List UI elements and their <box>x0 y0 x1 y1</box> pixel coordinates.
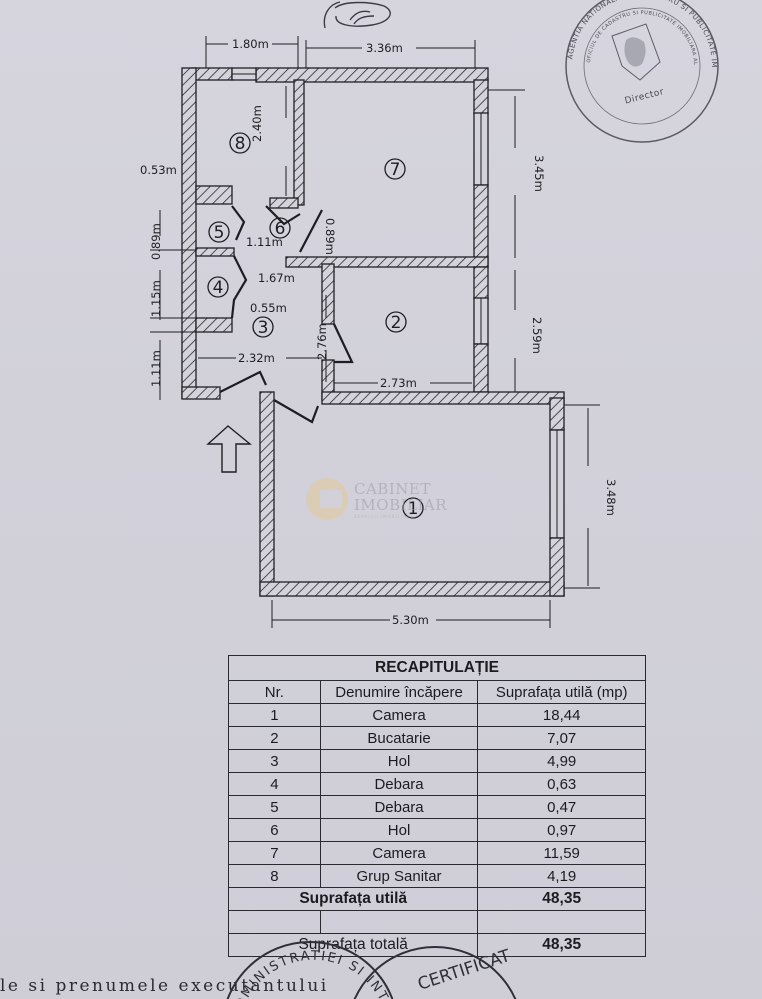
cell-name: Hol <box>319 818 479 842</box>
header-area: Suprafața utilă (mp) <box>477 680 646 704</box>
room-label-1: 1 <box>408 499 419 519</box>
official-stamp-bottom: ADMINISTRATIEI SI INTERNELOR CERTIFICAT <box>220 940 517 999</box>
coat-of-arms-icon <box>611 23 661 81</box>
cell-name: Debara <box>319 795 479 819</box>
dim-room7-height: 3.45m <box>532 155 546 192</box>
footer-text: le si prenumele executantului <box>0 976 329 996</box>
room-label-4: 4 <box>213 278 224 298</box>
cell-area: 4,99 <box>477 749 646 773</box>
room-label-8: 8 <box>235 134 246 154</box>
cell-nr: 6 <box>228 818 321 842</box>
floor-plan: AGENTIA NATIONALA DE CADASTRU SI PUBLICI… <box>0 0 719 628</box>
cell-name: Debara <box>319 772 479 796</box>
dim-room2-width: 2.73m <box>380 376 417 390</box>
cell-area: 0,47 <box>477 795 646 819</box>
dim-room1-width: 5.30m <box>392 613 429 627</box>
dim-bottom-left: 1.11m <box>149 350 163 387</box>
cell-area: 18,44 <box>477 703 646 727</box>
dim-room4-height: 1.15m <box>149 280 163 317</box>
room-label-7: 7 <box>390 160 401 180</box>
dim-top-left: 1.80m <box>232 37 269 51</box>
cell-nr: 4 <box>228 772 321 796</box>
dim-left-offset: 0.53m <box>140 163 177 177</box>
cell-nr: 8 <box>228 864 321 888</box>
dim-room8-height: 2.40m <box>250 105 264 142</box>
dim-hall-height: 2.76m <box>315 323 329 360</box>
useful-area-label: Suprafața utilă <box>227 887 479 911</box>
recap-table: RECAPITULAȚIE Nr. Denumire încăpere Supr… <box>227 655 646 957</box>
doors <box>219 205 354 424</box>
walls <box>181 67 565 597</box>
cell-name: Bucatarie <box>319 726 479 750</box>
dim-top-right: 3.36m <box>366 41 403 55</box>
dim-room2-height: 2.59m <box>530 317 544 354</box>
cell-area: 7,07 <box>477 726 646 750</box>
dim-room6-depth: 0.89m <box>323 218 337 255</box>
cell-nr: 3 <box>228 749 321 773</box>
cell-area: 11,59 <box>477 841 646 865</box>
dimension-lines <box>150 36 600 628</box>
stamp-director: Director <box>624 87 665 106</box>
cell-name: Hol <box>319 749 479 773</box>
total-area-row: Suprafața totală 48,35 <box>227 933 646 957</box>
room-markers <box>207 132 424 519</box>
header-nr: Nr. <box>228 680 321 704</box>
cell-nr: 7 <box>228 841 321 865</box>
arrow-up-icon <box>206 425 252 473</box>
dim-room1-height: 3.48m <box>604 479 618 516</box>
signature-scribble <box>323 1 391 29</box>
dim-room4-width: 0.55m <box>250 301 287 315</box>
dim-room6-width: 1.11m <box>246 235 283 249</box>
cell-nr: 5 <box>228 795 321 819</box>
cell-nr: 2 <box>228 726 321 750</box>
cell-name: Grup Sanitar <box>319 864 479 888</box>
dim-hall-lower: 2.32m <box>238 351 275 365</box>
total-area-value: 48,35 <box>477 933 646 957</box>
cell-name: Camera <box>319 841 479 865</box>
cell-name: Camera <box>319 703 479 727</box>
dim-room5-height: 0.89m <box>149 223 163 260</box>
cell-area: 4,19 <box>477 864 646 888</box>
cell-area: 0,97 <box>477 818 646 842</box>
cell-area: 0,63 <box>477 772 646 796</box>
useful-area-row: Suprafața utilă 48,35 <box>227 887 646 911</box>
recap-title: RECAPITULAȚIE <box>228 655 646 681</box>
stamp-outer-text: AGENTIA NATIONALA DE CADASTRU SI PUBLICI… <box>0 0 718 68</box>
cell-nr: 1 <box>228 703 321 727</box>
room-label-3: 3 <box>258 318 269 338</box>
room-label-5: 5 <box>214 223 225 243</box>
room-label-6: 6 <box>275 219 286 239</box>
svg-text:CERTIFICAT: CERTIFICAT <box>415 946 513 995</box>
dim-hall-upper: 1.67m <box>258 271 295 285</box>
room-label-2: 2 <box>391 313 402 333</box>
useful-area-value: 48,35 <box>477 887 646 911</box>
header-name: Denumire încăpere <box>319 680 479 704</box>
empty-row <box>228 910 646 934</box>
